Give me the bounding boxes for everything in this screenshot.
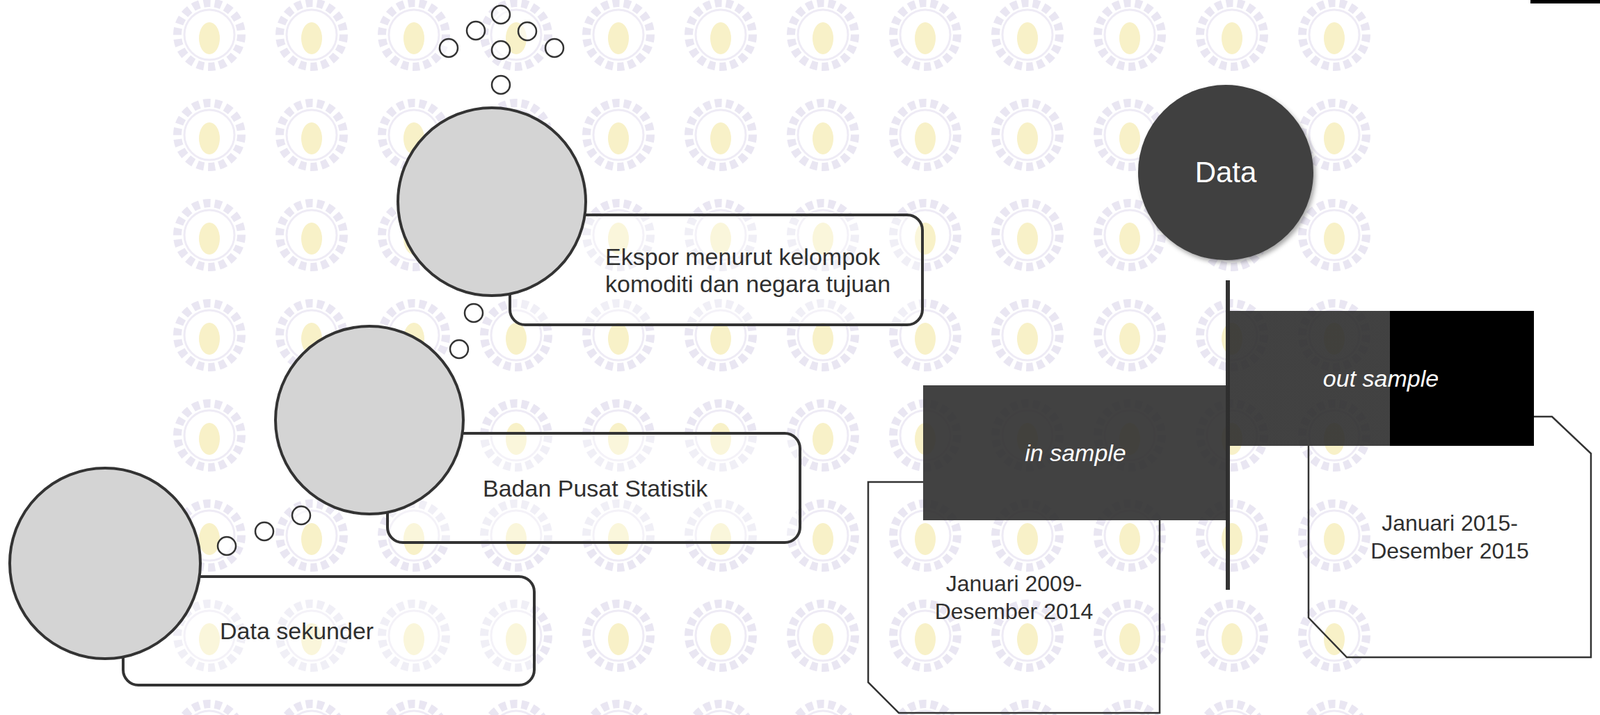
band-label: out sample bbox=[1323, 365, 1439, 393]
thought-bubble bbox=[491, 41, 510, 60]
text-holder: Ekspor menurut kelompok komoditi dan neg… bbox=[605, 214, 908, 327]
text-holder: Januari 2009- Desember 2014 bbox=[867, 481, 1161, 714]
sample-band: out sample bbox=[1227, 310, 1534, 446]
thought-bubble bbox=[292, 506, 311, 525]
sample-band: in sample bbox=[923, 385, 1228, 521]
text-holder: Data sekunder bbox=[219, 576, 519, 687]
outline-path bbox=[868, 482, 1160, 714]
text-holder: Januari 2015- Desember 2015 bbox=[1307, 416, 1592, 659]
thought-bubble bbox=[491, 75, 510, 94]
corner-bar bbox=[1530, 0, 1600, 4]
thought-bubble bbox=[545, 38, 564, 58]
text-holder: Data bbox=[1138, 84, 1314, 261]
thought-bubble bbox=[518, 22, 537, 41]
circle-label: Data bbox=[1195, 155, 1258, 190]
text-holder: out sample bbox=[1227, 310, 1534, 446]
bubble-shape bbox=[8, 466, 539, 690]
title-circle: Data bbox=[1138, 84, 1314, 261]
box-label: Ekspor menurut kelompok komoditi dan neg… bbox=[605, 243, 908, 298]
band-label: in sample bbox=[1024, 439, 1127, 467]
thought-bubble bbox=[466, 21, 485, 40]
bubble-shape bbox=[274, 324, 805, 547]
outline-path bbox=[1308, 416, 1591, 658]
bubble-box: Badan Pusat Statistik bbox=[274, 324, 802, 544]
thought-bubble bbox=[217, 537, 236, 556]
period-label: Januari 2015- Desember 2015 bbox=[1366, 509, 1534, 565]
text-holder: in sample bbox=[923, 385, 1228, 521]
period-outline bbox=[1307, 416, 1592, 659]
period-box: Januari 2015- Desember 2015 bbox=[1307, 416, 1592, 659]
period-box: Januari 2009- Desember 2014 bbox=[867, 481, 1161, 714]
bubble-circle bbox=[275, 326, 464, 515]
bubble-box: Ekspor menurut kelompok komoditi dan neg… bbox=[396, 106, 924, 327]
bubble-circle bbox=[9, 468, 201, 659]
bubble-circle bbox=[397, 107, 586, 296]
thought-bubble bbox=[450, 340, 469, 359]
period-label: Januari 2009- Desember 2014 bbox=[930, 569, 1098, 626]
text-holder: Badan Pusat Statistik bbox=[482, 433, 785, 544]
bubble-box: Data sekunder bbox=[8, 466, 536, 687]
thought-bubble bbox=[491, 5, 510, 24]
box-label: Data sekunder bbox=[219, 617, 374, 645]
thought-bubble bbox=[439, 38, 458, 58]
box-label: Badan Pusat Statistik bbox=[482, 475, 708, 503]
thought-bubble bbox=[255, 522, 274, 541]
period-outline bbox=[867, 481, 1161, 714]
thought-bubble bbox=[464, 304, 483, 323]
